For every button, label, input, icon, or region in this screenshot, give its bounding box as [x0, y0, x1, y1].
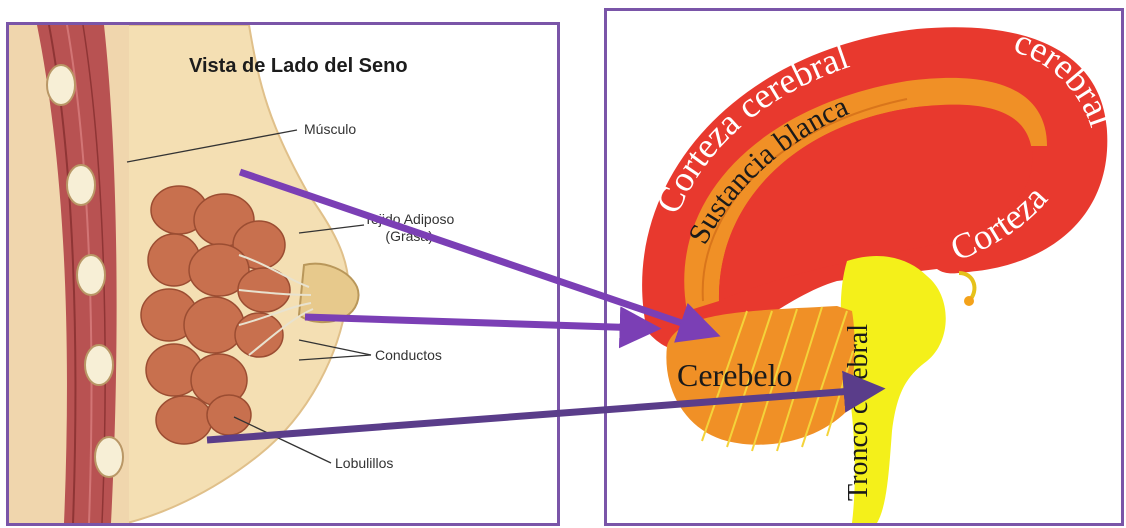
rib: [46, 64, 76, 106]
ribs: [46, 64, 124, 478]
breast-diagram-title: Vista de Lado del Seno: [189, 55, 408, 77]
brain-illustration: Corteza cerebral cerebral Corteza Sustan…: [642, 21, 1121, 523]
label-muscle: Músculo: [304, 121, 357, 137]
brain-diagram-panel: Corteza cerebral cerebral Corteza Sustan…: [604, 8, 1124, 526]
label-adipose-tissue: Tejido Adiposo (Grasa): [364, 211, 454, 245]
rib: [76, 254, 106, 296]
label-cerebellum: Cerebelo: [677, 357, 793, 393]
label-adipose-line1: Tejido Adiposo: [364, 211, 455, 227]
breast-illustration: [9, 25, 372, 523]
inner-core: [718, 104, 1033, 302]
label-lobules: Lobulillos: [335, 455, 394, 471]
rib: [66, 164, 96, 206]
white-matter: [684, 77, 1047, 311]
brainstem: [840, 256, 946, 523]
rib: [84, 344, 114, 386]
label-brainstem: Tronco cerebral: [843, 324, 874, 501]
nipple: [297, 262, 360, 323]
rib: [94, 436, 124, 478]
label-adipose-line2: (Grasa): [385, 228, 433, 244]
label-ducts: Conductos: [375, 347, 442, 363]
breast-diagram-panel: Vista de Lado del Seno Músculo Tejido Ad…: [6, 22, 560, 526]
